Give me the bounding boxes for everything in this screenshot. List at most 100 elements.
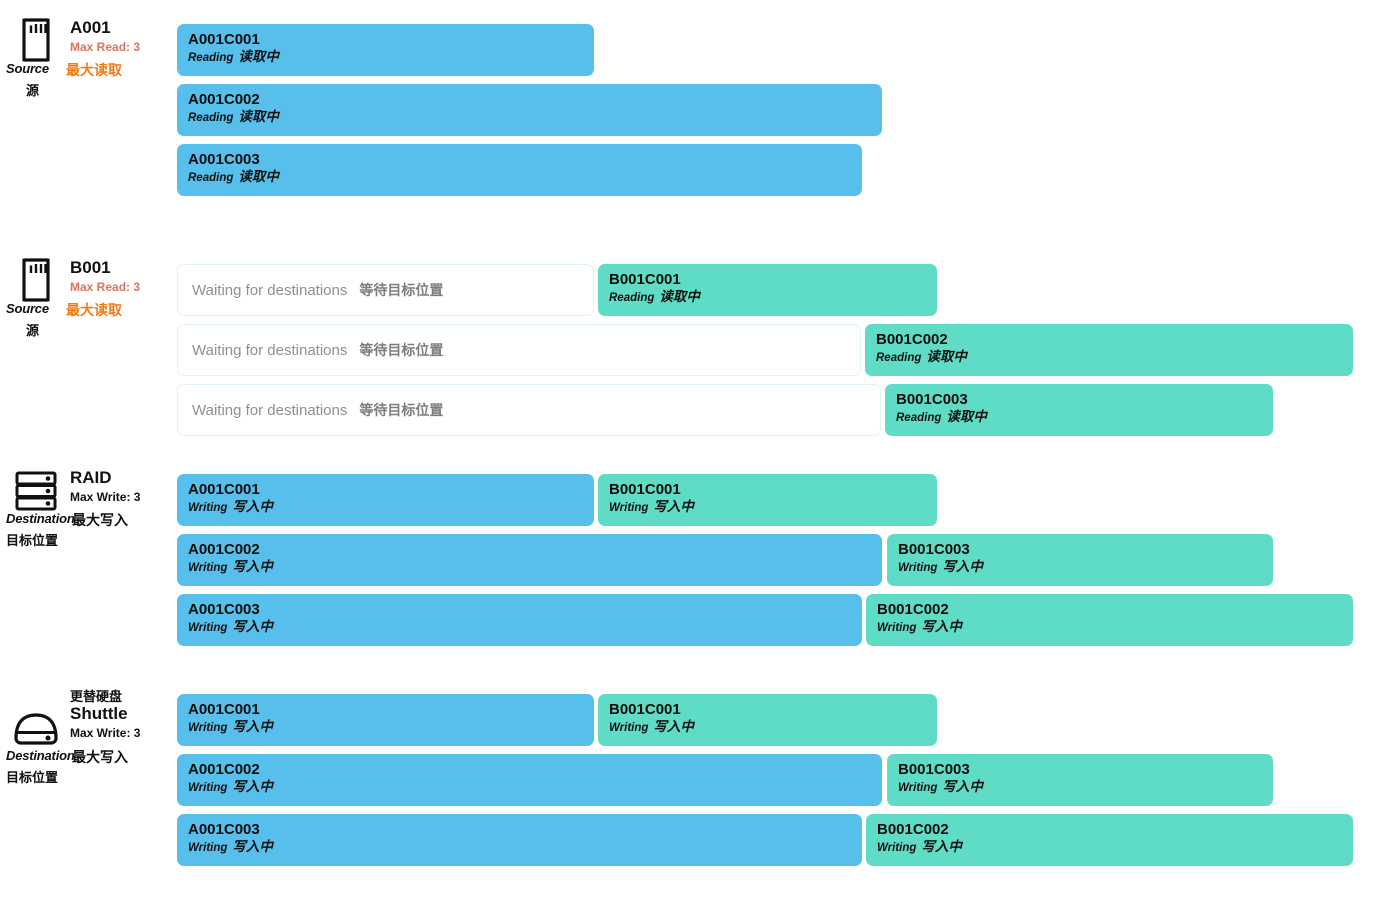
device-limit-en: Max Write: 3	[70, 490, 141, 504]
task-bar-title: B001C001	[609, 701, 681, 718]
task-bar-title: B001C001	[609, 481, 681, 498]
device-role: Destination	[6, 510, 75, 528]
device-limit-en: Max Write: 3	[70, 726, 141, 740]
device-role-zh-wrap: 目标位置	[6, 530, 58, 550]
task-bar-title: A001C002	[188, 761, 260, 778]
task-bar-title: B001C003	[896, 391, 968, 408]
device-limit-zh: 最大写入	[72, 512, 128, 528]
task-bar-status-zh: 写入中	[653, 499, 694, 514]
waiting-slot[interactable]: Waiting for destinations 等待目标位置	[177, 264, 594, 316]
task-bar-status-zh: 写入中	[232, 839, 273, 854]
device-icon-a001	[12, 16, 60, 64]
task-bar-title: A001C003	[188, 151, 260, 168]
device-role-zh: 目标位置	[6, 533, 59, 548]
task-bar-status-zh: 写入中	[232, 499, 273, 514]
device-limit-zh: 最大读取	[66, 302, 122, 318]
task-bar-title: A001C002	[188, 91, 260, 108]
device-icon-raid	[12, 466, 60, 514]
device-role-zh: 目标位置	[6, 770, 59, 785]
device-role: Destination	[6, 747, 75, 765]
task-bar-status-zh: 写入中	[942, 559, 983, 574]
device-role-en: Destination	[6, 748, 75, 763]
task-bar-status-zh: 读取中	[238, 169, 279, 184]
device-icon-shuttle	[12, 704, 60, 752]
device-alt-name-zh: 更替硬盘	[70, 689, 123, 704]
task-bar-status-zh: 写入中	[232, 559, 273, 574]
device-role-en: Source	[6, 301, 49, 316]
task-bar-title: A001C001	[188, 701, 260, 718]
task-bar-title: A001C001	[188, 31, 260, 48]
waiting-label-zh: 等待目标位置	[359, 342, 444, 358]
sd-card-icon	[22, 18, 50, 62]
device-role-zh-wrap: 源	[26, 80, 39, 100]
task-bar-title: A001C002	[188, 541, 260, 558]
device-role-zh-wrap: 源	[26, 320, 39, 340]
task-bar-status-zh: 写入中	[232, 619, 273, 634]
device-limit-en: Max Read: 3	[70, 280, 141, 294]
task-bar-title: B001C002	[877, 601, 949, 618]
waiting-label-en: Waiting for destinations	[192, 401, 348, 419]
device-limit-en: Max Read: 3	[70, 40, 141, 54]
task-bar-title: A001C003	[188, 601, 260, 618]
device-role-zh: 源	[26, 83, 40, 98]
task-bar-status-zh: 写入中	[921, 619, 962, 634]
device-name: Shuttle	[70, 704, 128, 723]
task-bar-title: B001C002	[877, 821, 949, 838]
device-role-en: Destination	[6, 511, 75, 526]
device-name: RAID	[70, 468, 112, 487]
device-role-zh: 源	[26, 323, 40, 338]
device-role-zh-wrap: 目标位置	[6, 767, 58, 787]
hard-drive-icon	[14, 713, 58, 745]
task-bar-status-zh: 写入中	[921, 839, 962, 854]
task-bar-title: B001C003	[898, 761, 970, 778]
task-bar-title: A001C003	[188, 821, 260, 838]
server-rack-icon	[15, 471, 57, 511]
waiting-label-en: Waiting for destinations	[192, 281, 348, 299]
device-icon-b001	[12, 256, 60, 304]
task-bar-status-zh: 写入中	[232, 779, 273, 794]
device-limit-zh: 最大写入	[72, 749, 128, 765]
task-bar-status-zh: 读取中	[926, 349, 967, 364]
task-bar-status-zh: 写入中	[942, 779, 983, 794]
waiting-label-zh: 等待目标位置	[359, 282, 444, 298]
